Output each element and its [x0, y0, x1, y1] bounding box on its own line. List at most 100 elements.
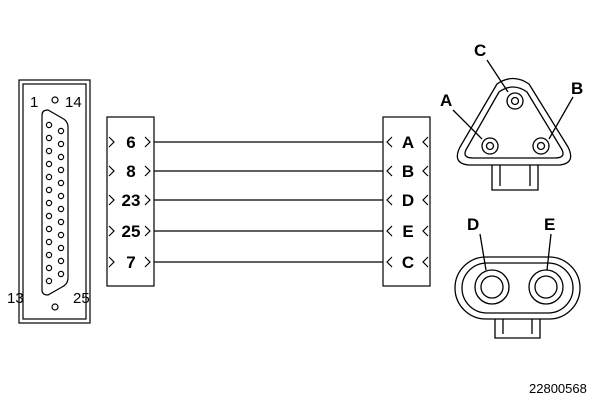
db25-pin	[45, 212, 53, 220]
db25-pin	[45, 251, 53, 259]
terminal-d-inner	[480, 275, 504, 299]
pin-chevron	[386, 136, 393, 148]
right-pin-label: A	[402, 133, 414, 152]
triangle-outer	[456, 77, 572, 166]
left-pin-label: 8	[126, 162, 135, 181]
db25-outer-frame	[18, 79, 91, 324]
pin-chevron	[422, 256, 429, 268]
terminal-e-outer	[528, 269, 564, 305]
db25-label-pin-13: 13	[7, 290, 24, 307]
terminal-b-inner	[536, 141, 546, 151]
left-plug-body	[106, 116, 155, 287]
db25-pin	[45, 121, 53, 129]
db25-pin	[57, 192, 65, 200]
terminal-e-inner	[534, 275, 558, 299]
db25-pin	[45, 134, 53, 142]
pin-chevron	[422, 165, 429, 177]
terminal-c-inner	[510, 96, 520, 106]
triangle-inner	[464, 86, 564, 159]
db25-pin	[57, 205, 65, 213]
pin-chevron	[144, 225, 151, 237]
oval-connector	[454, 233, 581, 339]
pin-chevron	[108, 165, 115, 177]
pin-chevron	[422, 136, 429, 148]
pin-chevron	[386, 194, 393, 206]
pin-chevron	[108, 136, 115, 148]
triangle-label-a: A	[440, 91, 452, 110]
leader-d	[479, 233, 487, 271]
db25-pin-array	[45, 121, 65, 285]
terminal-c-outer	[506, 92, 524, 110]
oval-label-e: E	[544, 215, 555, 234]
db25-pin	[45, 264, 53, 272]
right-pin-label: B	[402, 162, 414, 181]
left-pin-label: 25	[122, 222, 141, 241]
terminal-a-outer	[481, 137, 499, 155]
oval-outer	[454, 256, 581, 320]
pin-chevron	[422, 194, 429, 206]
oval-inner	[461, 262, 574, 314]
db25-pin	[57, 127, 65, 135]
db25-pin	[57, 179, 65, 187]
db25-label-pin-1: 1	[30, 94, 38, 111]
left-pin-label: 23	[122, 191, 141, 210]
triangle-tab	[491, 165, 539, 191]
db25-pin	[45, 199, 53, 207]
pin-chevron	[144, 136, 151, 148]
pin-chevron	[422, 225, 429, 237]
leader-c	[486, 59, 509, 93]
left-pin-label: 6	[126, 133, 135, 152]
oval-label-d: D	[467, 215, 479, 234]
db25-pin	[45, 238, 53, 246]
db25-pin	[45, 186, 53, 194]
db25-pin	[57, 270, 65, 278]
leader-e	[546, 233, 552, 271]
db25-pin	[45, 160, 53, 168]
right-pin-label: E	[402, 222, 413, 241]
db25-mount-hole-top	[51, 96, 59, 104]
pin-chevron	[144, 256, 151, 268]
right-pin-label: D	[402, 191, 414, 210]
pin-chevron	[386, 256, 393, 268]
harness-wire-rows: 6 A 8 B 23 D 25 E 7 C	[108, 133, 429, 272]
db25-pin	[57, 153, 65, 161]
leader-a	[452, 109, 483, 140]
triangle-label-c: C	[474, 41, 486, 60]
db25-label-pin-25: 25	[73, 290, 90, 307]
db25-pin	[45, 173, 53, 181]
harness-right-plug	[382, 116, 431, 287]
db25-pin	[57, 140, 65, 148]
db25-pin	[45, 277, 53, 285]
oval-tab	[494, 319, 541, 339]
db25-pin	[57, 166, 65, 174]
pin-chevron	[108, 225, 115, 237]
terminal-b-outer	[532, 137, 550, 155]
pin-chevron	[144, 194, 151, 206]
harness-left-plug	[106, 116, 155, 287]
triangle-label-b: B	[571, 79, 583, 98]
db25-pin	[57, 231, 65, 239]
leader-b	[548, 96, 574, 140]
pin-chevron	[108, 256, 115, 268]
db25-pin	[57, 218, 65, 226]
db25-connector	[18, 79, 91, 324]
left-pin-label: 7	[126, 253, 135, 272]
db25-label-pin-14: 14	[65, 94, 82, 111]
pin-chevron	[386, 165, 393, 177]
db25-pin	[45, 147, 53, 155]
triangle-connector	[452, 59, 574, 191]
right-plug-body	[382, 116, 431, 287]
db25-pin	[57, 244, 65, 252]
figure-number: 22800568	[529, 381, 587, 396]
pin-chevron	[108, 194, 115, 206]
right-pin-label: C	[402, 253, 414, 272]
terminal-d-outer	[474, 269, 510, 305]
terminal-a-inner	[485, 141, 495, 151]
db25-pin	[45, 225, 53, 233]
pin-chevron	[386, 225, 393, 237]
db25-shell	[41, 109, 69, 296]
db25-inner-frame	[22, 83, 87, 320]
db25-mount-hole-bottom	[51, 303, 59, 311]
